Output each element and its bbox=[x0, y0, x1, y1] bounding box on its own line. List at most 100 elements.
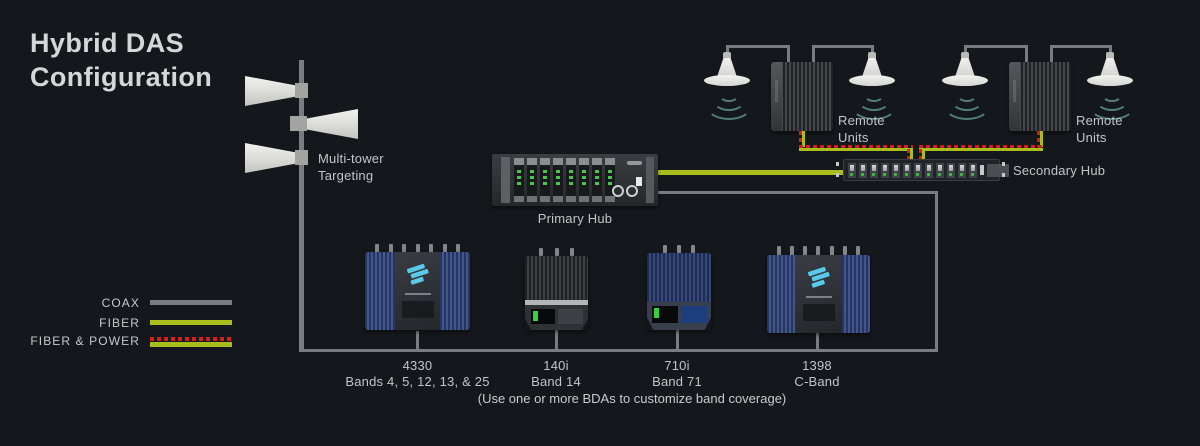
fiber-power-cable bbox=[907, 149, 913, 161]
bda-140i-bands: Band 14 bbox=[531, 374, 581, 389]
model-text bbox=[805, 296, 832, 298]
led-indicator bbox=[530, 170, 534, 186]
remote-units-label: Remote Units bbox=[1076, 113, 1123, 145]
led-indicator bbox=[543, 170, 547, 186]
antenna-mount bbox=[295, 150, 308, 165]
coax-drop-cable bbox=[1050, 45, 1053, 64]
bda-stem-1398 bbox=[816, 331, 819, 350]
multi-tower-label: Multi-tower Targeting bbox=[318, 151, 384, 183]
front-panel bbox=[647, 302, 711, 330]
remote-unit-device bbox=[1009, 62, 1071, 131]
brand-logo-icon bbox=[987, 163, 1009, 177]
dome-antenna bbox=[942, 75, 988, 86]
hub-module bbox=[527, 158, 537, 202]
bda-710i bbox=[647, 245, 711, 330]
display-screen bbox=[530, 309, 555, 324]
hub-port bbox=[626, 185, 638, 197]
display-screen bbox=[557, 309, 583, 324]
front-panel bbox=[795, 255, 842, 333]
secondary-hub-device bbox=[843, 159, 1009, 181]
antenna-mount bbox=[295, 83, 308, 98]
coax-drop-cable bbox=[964, 45, 967, 58]
legend-fiber-label: FIBER bbox=[99, 316, 140, 330]
coax-drop-cable bbox=[1109, 45, 1112, 58]
rack-bracket bbox=[1002, 162, 1005, 166]
led-indicator bbox=[517, 170, 521, 186]
bda-4330-bands: Bands 4, 5, 12, 13, & 25 bbox=[345, 374, 490, 389]
coax-drop-cable bbox=[871, 45, 874, 58]
fiber-power-swatch-red bbox=[150, 337, 232, 341]
dome-antenna-connector bbox=[868, 52, 876, 59]
hub-connector bbox=[980, 165, 984, 175]
bda-4330-name: 4330 bbox=[402, 358, 433, 373]
led-indicator bbox=[569, 170, 573, 186]
antenna-mast bbox=[299, 60, 304, 351]
hub-module bbox=[892, 162, 900, 178]
legend-fiber-power-label: FIBER & POWER bbox=[30, 334, 140, 348]
bda-140i bbox=[525, 248, 588, 330]
hub-module bbox=[540, 158, 550, 202]
fiber-power-cable bbox=[799, 145, 913, 151]
model-text bbox=[404, 293, 431, 295]
signal-waves-icon bbox=[706, 92, 752, 120]
coax-drop-cable bbox=[1025, 45, 1028, 64]
brand-logo-icon bbox=[406, 264, 429, 285]
brand-logo-icon bbox=[807, 267, 830, 288]
silver-band bbox=[525, 300, 588, 305]
led-indicator bbox=[595, 170, 599, 186]
led-indicator bbox=[608, 170, 612, 186]
hub-module bbox=[914, 162, 922, 178]
front-panel bbox=[395, 252, 440, 330]
dome-antenna-connector bbox=[723, 52, 731, 59]
signal-waves-icon bbox=[851, 92, 897, 120]
display-screen bbox=[651, 306, 678, 323]
hub-module bbox=[848, 162, 856, 178]
display-screen bbox=[680, 306, 707, 323]
dome-antenna bbox=[849, 75, 895, 86]
port-plate bbox=[802, 304, 835, 321]
led-indicator bbox=[653, 308, 659, 318]
legend-coax-label: COAX bbox=[101, 296, 140, 310]
hub-module bbox=[605, 158, 615, 202]
heatsink-fins bbox=[525, 256, 588, 300]
bda-710i-name: 710i bbox=[664, 358, 690, 373]
fiber-power-swatch-yellow bbox=[150, 342, 232, 347]
horn-antenna-bottom bbox=[245, 143, 297, 173]
dome-antenna-connector bbox=[961, 52, 969, 59]
heatsink-fins bbox=[647, 253, 711, 302]
horn-antenna-middle bbox=[306, 109, 358, 139]
hub-module bbox=[592, 158, 602, 202]
dome-antenna bbox=[717, 58, 737, 77]
fiber-power-cable bbox=[919, 149, 925, 161]
dome-antenna bbox=[955, 58, 975, 77]
hub-module bbox=[859, 162, 867, 178]
hub-module bbox=[870, 162, 878, 178]
coax-drop-cable bbox=[726, 45, 790, 48]
antenna-ports bbox=[777, 246, 860, 256]
antenna-mount bbox=[290, 116, 307, 131]
secondary-hub-label: Secondary Hub bbox=[1013, 163, 1106, 178]
heatsink-fins bbox=[365, 252, 395, 330]
coax-drop-cable bbox=[964, 45, 1028, 48]
coax-drop-cable bbox=[787, 45, 790, 64]
antenna-ports bbox=[375, 244, 460, 254]
heatsink-fins bbox=[767, 255, 795, 333]
fiber-power-cable bbox=[799, 131, 805, 147]
bda-stem-140i bbox=[555, 328, 558, 350]
hub-module bbox=[925, 162, 933, 178]
hub-module bbox=[553, 158, 563, 202]
front-panel bbox=[525, 305, 588, 330]
dome-antenna bbox=[862, 58, 882, 77]
hub-module bbox=[579, 158, 589, 202]
hub-module bbox=[566, 158, 576, 202]
coax-bus-line bbox=[299, 349, 938, 352]
rack-rail bbox=[646, 157, 654, 203]
bda-4330 bbox=[365, 244, 470, 333]
coax-swatch bbox=[150, 300, 232, 305]
dome-antenna bbox=[704, 75, 750, 86]
remote-unit-device bbox=[771, 62, 833, 131]
coax-link-primary-hub bbox=[655, 191, 938, 194]
fiber-swatch bbox=[150, 320, 232, 325]
hub-module bbox=[936, 162, 944, 178]
